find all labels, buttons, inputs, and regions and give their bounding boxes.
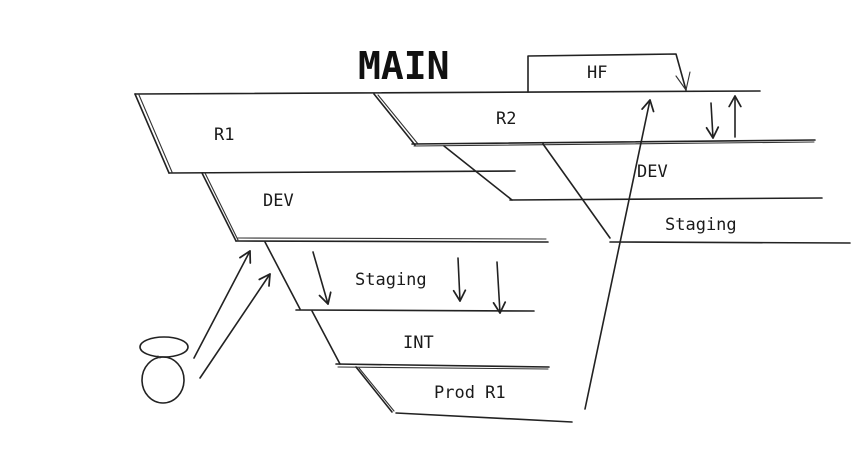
dev-r2-label: DEV xyxy=(637,162,668,182)
dev-r1-label: DEV xyxy=(263,191,294,211)
r2-branch: R2 xyxy=(373,93,816,147)
r1-branch: R1 xyxy=(134,93,516,174)
person-icon xyxy=(139,336,189,404)
r1-label: R1 xyxy=(214,125,234,145)
staging-r1-label: Staging xyxy=(355,270,427,290)
arrow-down-icon xyxy=(312,251,332,305)
staging-r1-branch: Staging xyxy=(264,241,535,312)
prod-r1-label: Prod R1 xyxy=(434,383,506,403)
arrow-down-icon xyxy=(705,102,720,139)
hf-branch: HF xyxy=(527,53,691,93)
staging-r2-label: Staging xyxy=(665,215,737,235)
arrow-up-icon xyxy=(584,99,655,410)
diagram-title: MAIN xyxy=(358,44,450,88)
int-label: INT xyxy=(403,333,434,353)
prod-r1-branch: Prod R1 xyxy=(355,366,573,423)
arrow-down-icon xyxy=(492,261,507,314)
int-branch: INT xyxy=(311,310,550,370)
r2-label: R2 xyxy=(496,109,516,129)
dev-r2-branch: DEV xyxy=(443,145,823,201)
dev-r1-branch: DEV xyxy=(201,172,549,243)
arrow-up-icon xyxy=(199,273,271,379)
main-branch-line xyxy=(134,90,761,95)
staging-r2-branch: Staging xyxy=(542,143,851,244)
arrow-down-icon xyxy=(452,257,467,302)
hf-label: HF xyxy=(587,63,607,83)
arrow-up-icon xyxy=(193,250,252,359)
